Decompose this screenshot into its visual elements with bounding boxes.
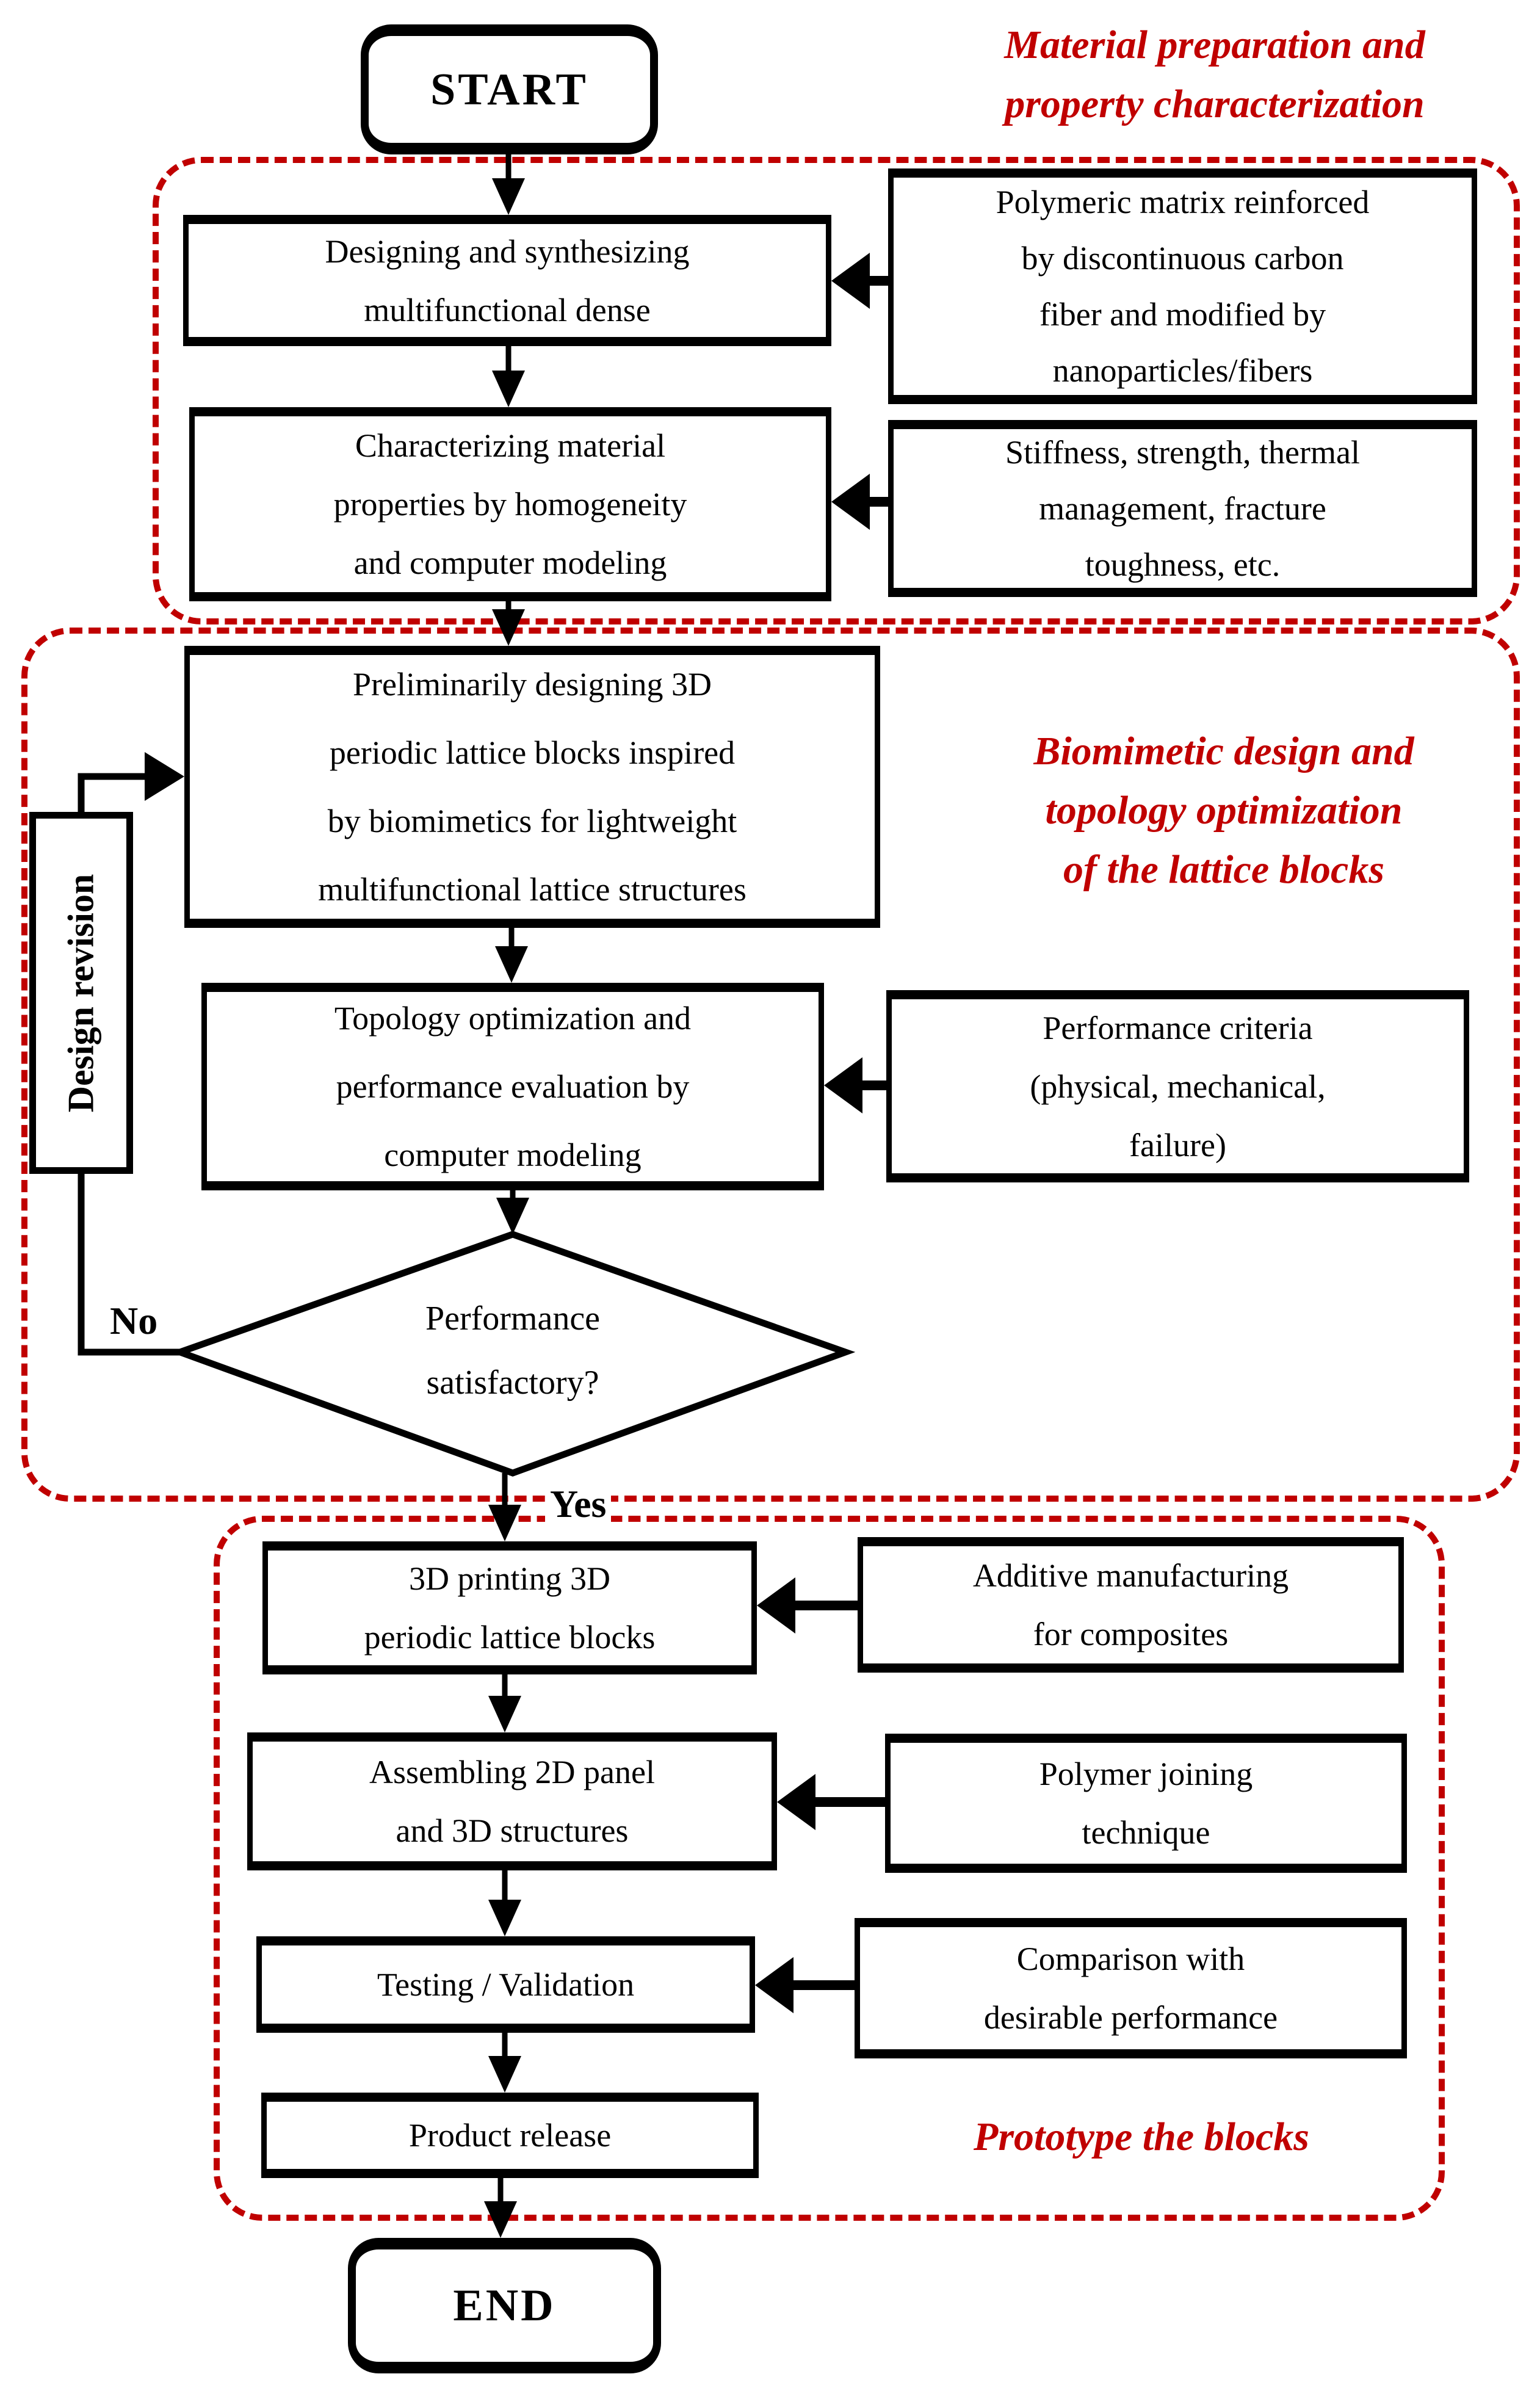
arrow-preliminary-to-topology [495, 928, 528, 983]
node-testing-validation: Testing / Validation [256, 1936, 755, 2033]
arrow-decision-to-printing [488, 1473, 521, 1541]
phase-title-material-preparation: Material preparation and property charac… [1004, 23, 1425, 126]
node-3d-printing: 3D printing 3D periodic lattice blocks [262, 1541, 757, 1674]
arrow-polymeric-to-designing [831, 253, 888, 309]
arrow-printing-to-assembling [488, 1674, 521, 1732]
decision-text: Performance satisfactory? [425, 1300, 601, 1402]
region-material-preparation [153, 157, 1520, 624]
region-biomimetic-design [21, 628, 1520, 1502]
node-stiffness: Stiffness, strength, thermal management,… [888, 420, 1477, 597]
arrow-topology-to-decision [496, 1190, 529, 1234]
node-preliminary-design: Preliminarily designing 3D periodic latt… [184, 646, 880, 928]
node-design-revision: Design revision [29, 812, 133, 1174]
node-product-release: Product release [261, 2093, 759, 2178]
branch-label-yes: Yes [545, 1485, 612, 1524]
node-additive-manufacturing: Additive manufacturing for composites [858, 1537, 1404, 1673]
phase-title-biomimetic-design: Biomimetic design and topology optimizat… [1033, 729, 1414, 892]
decision-diamond [170, 1231, 856, 1477]
node-designing: Designing and synthesizing multifunction… [183, 215, 831, 346]
end-terminal: END [348, 2238, 661, 2373]
branch-label-no: No [110, 1299, 158, 1342]
arrow-designing-to-characterizing [492, 346, 525, 407]
arrow-assembling-to-testing [488, 1870, 521, 1936]
arrow-start-to-designing [492, 153, 525, 215]
node-topology-optimization: Topology optimization and performance ev… [201, 983, 824, 1190]
region-prototype [214, 1516, 1445, 2221]
arrow-release-to-end [484, 2178, 517, 2238]
node-performance-criteria: Performance criteria (physical, mechanic… [886, 990, 1469, 1182]
arrow-characterizing-to-preliminary [492, 601, 525, 646]
arrow-comparison-to-testing [755, 1957, 855, 2013]
design-revision-label: Design revision [60, 874, 101, 1112]
node-characterizing: Characterizing material properties by ho… [189, 407, 831, 601]
arrow-criteria-to-topology [824, 1057, 886, 1113]
node-assembling: Assembling 2D panel and 3D structures [247, 1732, 777, 1870]
phase-title-prototype: Prototype the blocks [974, 2115, 1309, 2159]
node-comparison: Comparison with desirable performance [855, 1918, 1407, 2058]
node-polymeric-matrix: Polymeric matrix reinforced by discontin… [888, 168, 1477, 404]
arrow-joining-to-assembling [777, 1774, 885, 1830]
start-terminal: START [361, 24, 658, 154]
arrow-stiffness-to-characterizing [831, 474, 888, 530]
arrow-additive-to-printing [757, 1577, 858, 1634]
arrow-testing-to-release [488, 2033, 521, 2093]
node-polymer-joining: Polymer joining technique [885, 1734, 1407, 1873]
